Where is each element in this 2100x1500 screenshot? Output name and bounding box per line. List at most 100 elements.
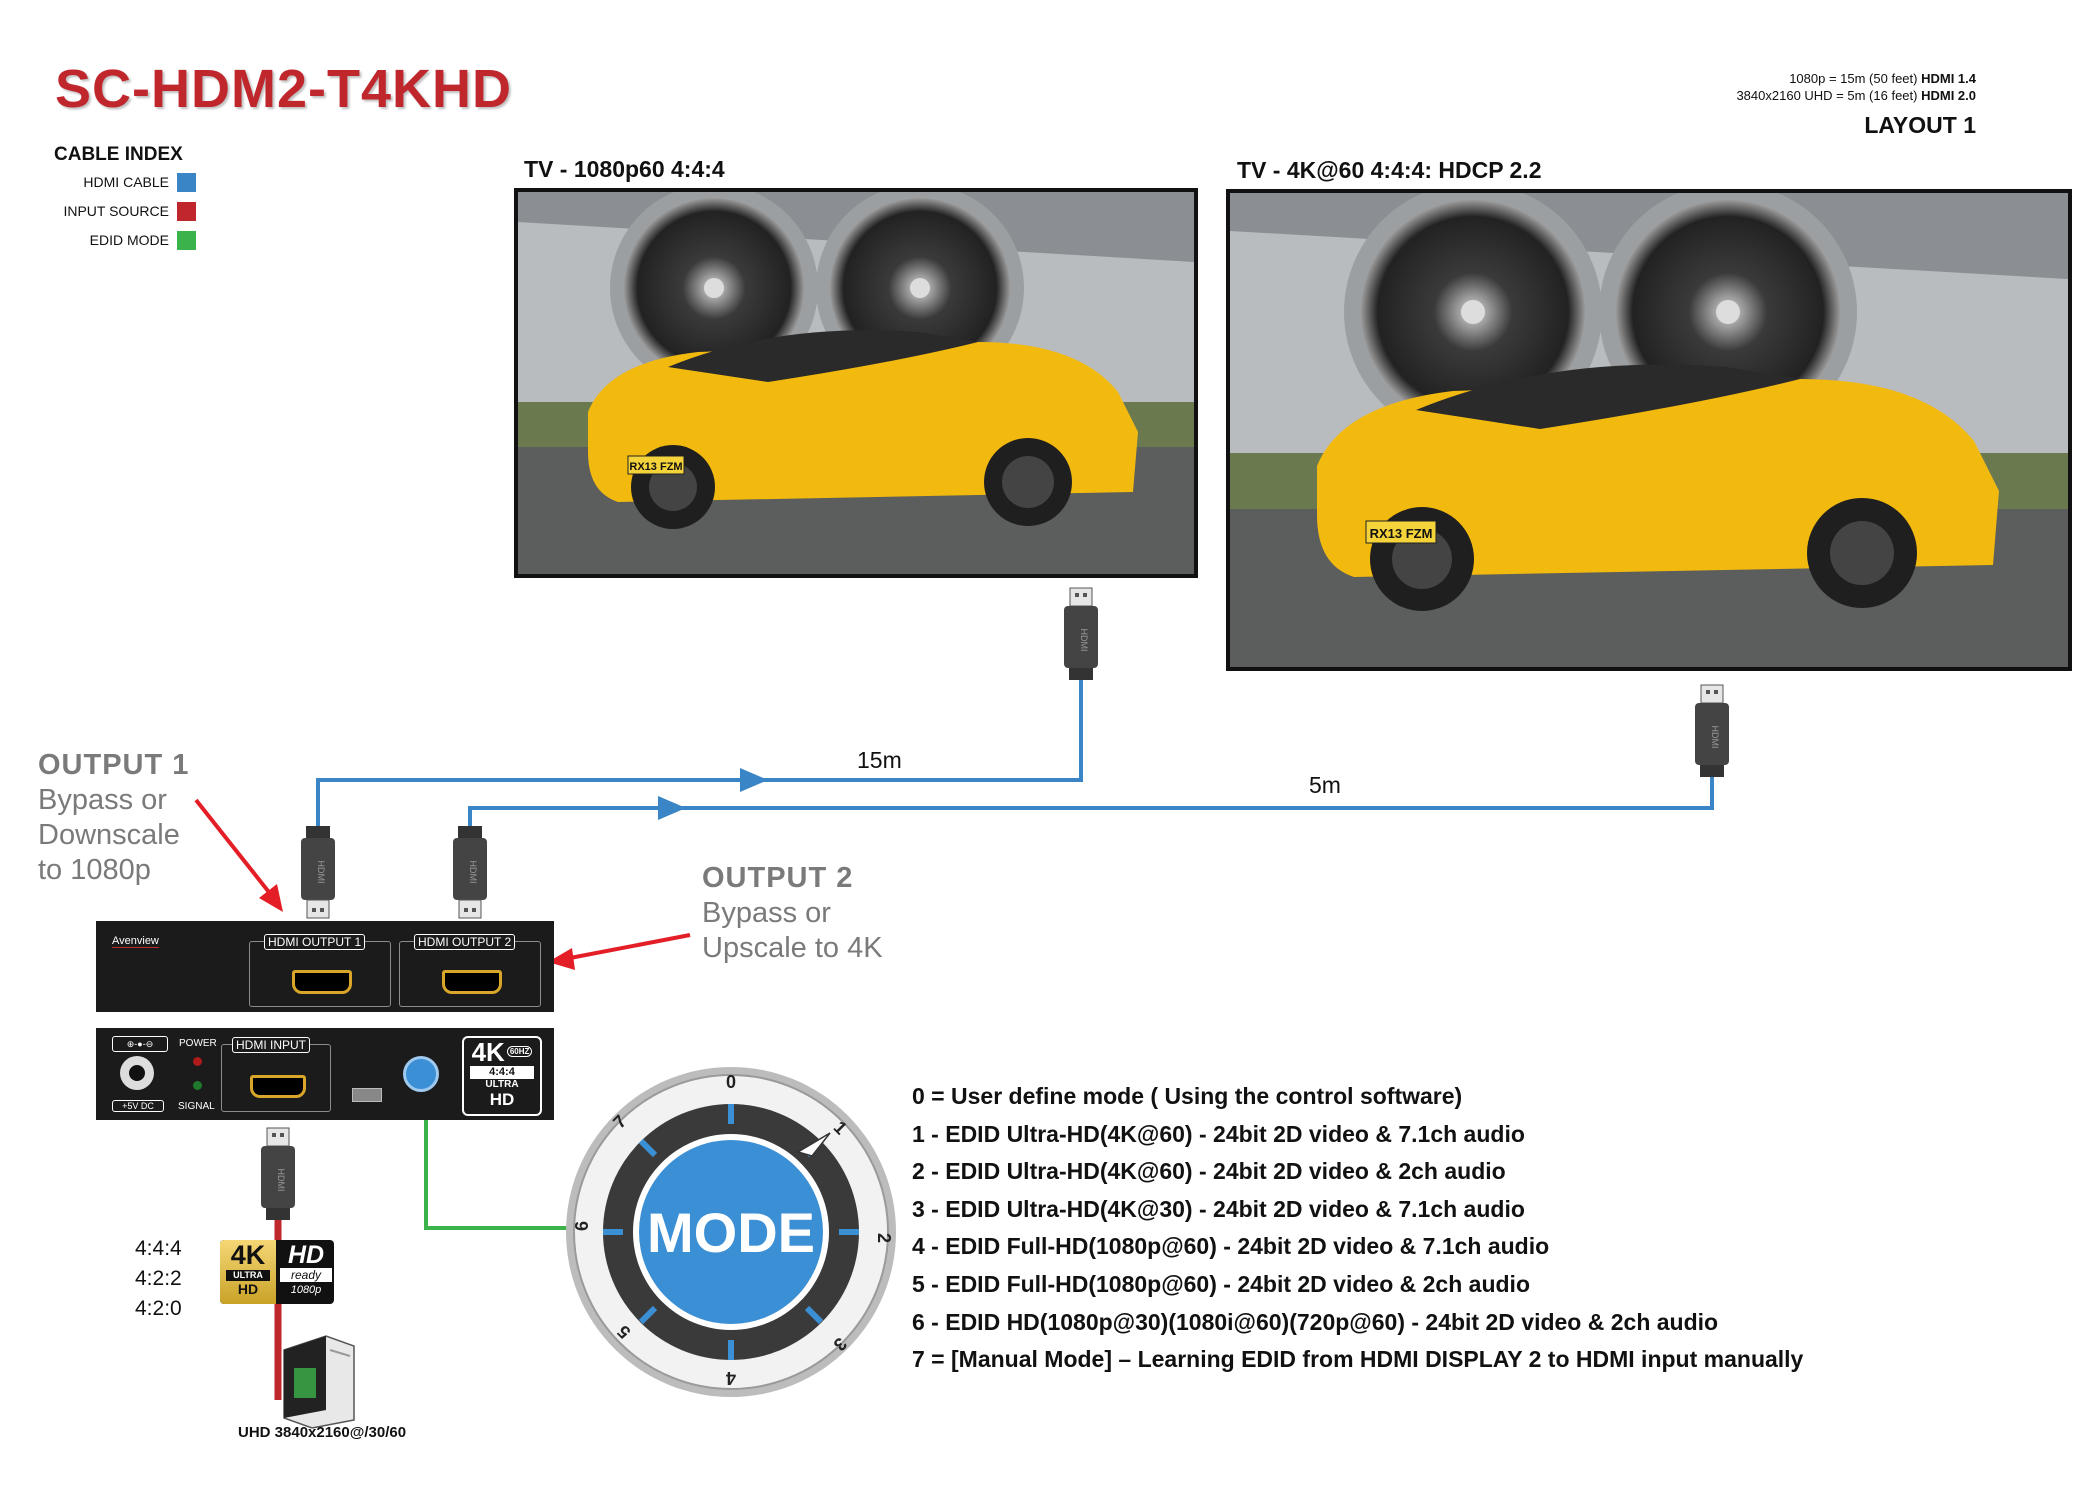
spec-line1: 1080p = 15m (50 feet): [1789, 71, 1922, 86]
output2-line1: Bypass or: [702, 897, 831, 929]
tv1-scene: RX13 FZM: [518, 192, 1194, 574]
source-badge-1080p: 1080p: [290, 1284, 322, 1296]
cable-index-edid-label: EDID MODE: [89, 232, 169, 248]
format-420: 4:2:0: [135, 1297, 182, 1320]
output2-line2: Upscale to 4K: [702, 932, 883, 964]
tv2-scene: RX13 FZM: [1230, 193, 2068, 667]
tv2-plate: RX13 FZM: [1370, 526, 1433, 541]
device-output-panel: Avenview HDMI OUTPUT 1 HDMI OUTPUT 2: [96, 921, 554, 1012]
source-4k-hd-ready-badge: 4K ULTRA HD HD ready 1080p: [220, 1240, 334, 1304]
signal-led-icon: [193, 1081, 202, 1090]
tv2-label: TV - 4K@60 4:4:4: HDCP 2.2: [1237, 157, 1542, 183]
product-title: SC-HDM2-T4KHD: [55, 59, 512, 119]
mode-dial-label: MODE: [647, 1201, 815, 1264]
cable-index-edid: EDID MODE: [40, 229, 196, 251]
cable-index-input-label: INPUT SOURCE: [63, 203, 169, 219]
source-badge-ready: ready: [280, 1268, 332, 1282]
svg-text:6: 6: [572, 1221, 592, 1231]
cable2-arrow-icon: [658, 796, 686, 820]
brand-logo: Avenview: [112, 935, 159, 948]
output2-pointer: [569, 933, 691, 960]
svg-text:HDMI: HDMI: [1079, 629, 1089, 652]
output2-heading: OUTPUT 2: [702, 862, 854, 894]
hdmi-output-1-port[interactable]: HDMI OUTPUT 1: [249, 934, 391, 1007]
hdmi-output-2-label: HDMI OUTPUT 2: [414, 934, 516, 950]
cable-index-title: CABLE INDEX: [54, 144, 183, 165]
spec-line2: 3840x2160 UHD = 5m (16 feet): [1736, 88, 1922, 103]
source-badge-4k: 4K: [230, 1240, 266, 1270]
source-resolution-label: UHD 3840x2160@/30/60: [238, 1424, 407, 1441]
svg-text:HDMI: HDMI: [276, 1169, 286, 1192]
edid-mode-2: 2 - EDID Ultra-HD(4K@60) - 24bit 2D vide…: [912, 1158, 1506, 1185]
source-pc-icon: [283, 1335, 355, 1429]
badge-hd: HD: [489, 1090, 515, 1109]
input-formats: 4:4:4 4:2:2 4:2:0: [135, 1234, 182, 1324]
cable-spec: 1080p = 15m (50 feet) HDMI 1.4 3840x2160…: [1736, 70, 1976, 104]
output1-hdmi-plug-icon: HDMI: [300, 825, 336, 919]
output1-line3: to 1080p: [38, 854, 151, 886]
tv2-screen: RX13 FZM: [1226, 189, 2072, 671]
output1-label: OUTPUT 1 Bypass or Downscale to 1080p: [38, 748, 189, 888]
spec-line1-bold: HDMI 1.4: [1921, 71, 1976, 86]
cable1-arrow-icon: [740, 768, 768, 792]
cable1-length: 15m: [857, 747, 902, 773]
hdmi-output-2-port[interactable]: HDMI OUTPUT 2: [399, 934, 541, 1007]
svg-text:2: 2: [874, 1233, 894, 1243]
input-hdmi-plug-icon: HDMI: [260, 1127, 296, 1221]
edid-mode-1: 1 - EDID Ultra-HD(4K@60) - 24bit 2D vide…: [912, 1120, 1525, 1147]
hdmi-cable-1: [316, 678, 1083, 828]
edid-mode-line: [424, 1120, 568, 1230]
source-badge-hd-small: HD: [237, 1281, 259, 1297]
usb-port-icon[interactable]: [352, 1088, 382, 1102]
power-label: POWER: [179, 1038, 217, 1049]
hdmi-input-port[interactable]: HDMI INPUT: [221, 1037, 331, 1112]
svg-text:4: 4: [726, 1368, 736, 1388]
hdmi-output-2-socket-icon: [442, 970, 502, 994]
hdmi-cable-2: [468, 775, 1714, 828]
cable-index-hdmi: HDMI CABLE: [40, 171, 196, 193]
input-swatch: [177, 201, 196, 221]
badge-hz: 60HZ: [506, 1046, 533, 1057]
edid-mode-7: 7 = [Manual Mode] – Learning EDID from H…: [912, 1346, 1804, 1373]
tv1-screen: RX13 FZM: [514, 188, 1198, 578]
svg-text:HDMI: HDMI: [468, 861, 478, 884]
source-badge-ultra: ULTRA: [226, 1270, 270, 1281]
output1-pointer: [194, 798, 274, 898]
cable-index-hdmi-label: HDMI CABLE: [83, 174, 169, 190]
edid-swatch: [177, 230, 196, 250]
format-422: 4:2:2: [135, 1267, 182, 1290]
output2-hdmi-plug-icon: HDMI: [452, 825, 488, 919]
polarity-icon: ⊕-●-⊖: [112, 1036, 168, 1052]
output1-heading: OUTPUT 1: [38, 749, 190, 781]
format-444: 4:4:4: [135, 1237, 182, 1260]
svg-text:HDMI: HDMI: [316, 861, 326, 884]
mode-button[interactable]: [403, 1056, 439, 1092]
hdmi-output-1-label: HDMI OUTPUT 1: [264, 934, 366, 950]
badge-ratio: 4:4:4: [470, 1066, 534, 1079]
edid-mode-4: 4 - EDID Full-HD(1080p@60) - 24bit 2D vi…: [912, 1233, 1550, 1260]
output1-pointer-arrowhead-icon: [259, 884, 283, 912]
hdmi-input-label: HDMI INPUT: [232, 1037, 310, 1053]
hdmi-output-1-socket-icon: [292, 970, 352, 994]
edid-mode-6: 6 - EDID HD(1080p@30)(1080i@60)(720p@60)…: [912, 1308, 1719, 1335]
source-badge-hd: HD: [287, 1241, 325, 1269]
dc-jack-icon[interactable]: [120, 1056, 154, 1090]
edid-mode-3: 3 - EDID Ultra-HD(4K@30) - 24bit 2D vide…: [912, 1195, 1525, 1222]
layout-label: LAYOUT 1: [1864, 112, 1976, 138]
badge-ultra: ULTRA: [485, 1079, 519, 1090]
power-led-icon: [193, 1057, 202, 1066]
output2-pointer-arrowhead-icon: [548, 948, 575, 970]
spec-line2-bold: HDMI 2.0: [1921, 88, 1976, 103]
tv2-hdmi-plug-icon: HDMI: [1694, 684, 1730, 778]
output1-line1: Bypass or: [38, 784, 167, 816]
signal-label: SIGNAL: [178, 1101, 215, 1112]
dc-label: +5V DC: [112, 1100, 164, 1112]
svg-text:0: 0: [726, 1072, 736, 1092]
edid-mode-5: 5 - EDID Full-HD(1080p@60) - 24bit 2D vi…: [912, 1270, 1530, 1297]
mode-dial[interactable]: MODE 0 1 2 3 4 5 6 7: [566, 1067, 896, 1397]
svg-text:HDMI: HDMI: [1710, 726, 1720, 749]
output1-line2: Downscale: [38, 819, 180, 851]
